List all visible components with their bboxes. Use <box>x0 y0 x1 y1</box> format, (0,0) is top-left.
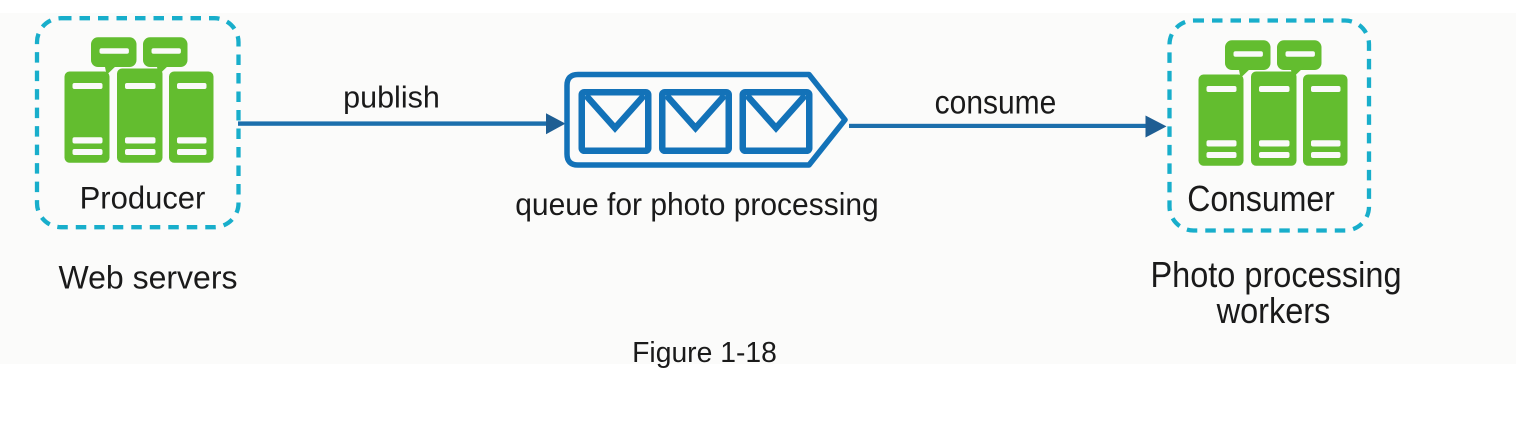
svg-text:workers: workers <box>1216 292 1331 332</box>
svg-text:consume: consume <box>935 83 1057 121</box>
svg-text:Photo processing: Photo processing <box>1150 256 1401 296</box>
svg-text:Figure 1-18: Figure 1-18 <box>632 336 777 368</box>
svg-text:publish: publish <box>343 81 440 115</box>
svg-text:Web servers: Web servers <box>59 259 238 295</box>
svg-text:Producer: Producer <box>80 180 206 216</box>
svg-text:Consumer: Consumer <box>1187 179 1335 219</box>
svg-text:queue for photo processing: queue for photo processing <box>515 186 878 222</box>
